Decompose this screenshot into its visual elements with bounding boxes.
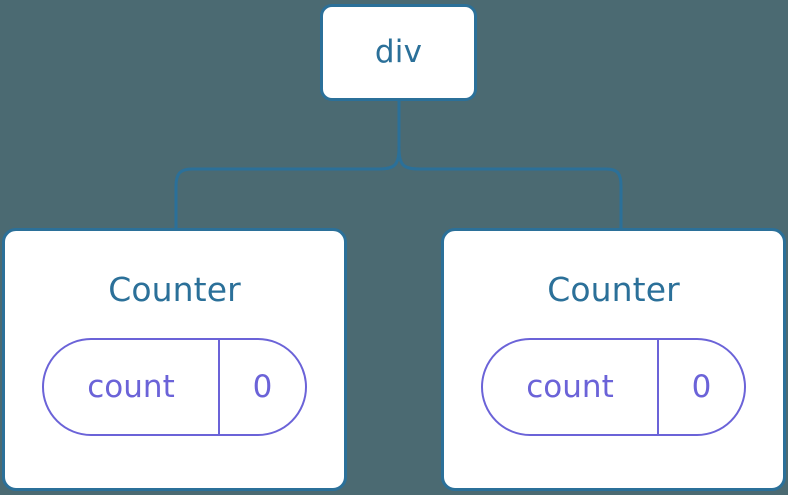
node-counter-left-label: Counter — [108, 270, 241, 309]
node-root-div[interactable]: div — [320, 4, 477, 101]
state-key-count: count — [483, 340, 659, 434]
edge-root-to-counter-left — [174, 146, 401, 232]
state-pill-counter-left[interactable]: count 0 — [42, 338, 307, 436]
state-key-count: count — [44, 340, 220, 434]
state-value-count: 0 — [691, 368, 712, 405]
node-counter-right-label: Counter — [547, 270, 680, 309]
state-pill-counter-right[interactable]: count 0 — [481, 338, 746, 436]
node-counter-right[interactable]: Counter count 0 — [441, 228, 786, 491]
edge-root-to-counter-right — [397, 146, 623, 232]
state-value-count: 0 — [252, 368, 273, 405]
node-root-label: div — [374, 34, 423, 70]
node-counter-left[interactable]: Counter count 0 — [2, 228, 347, 491]
